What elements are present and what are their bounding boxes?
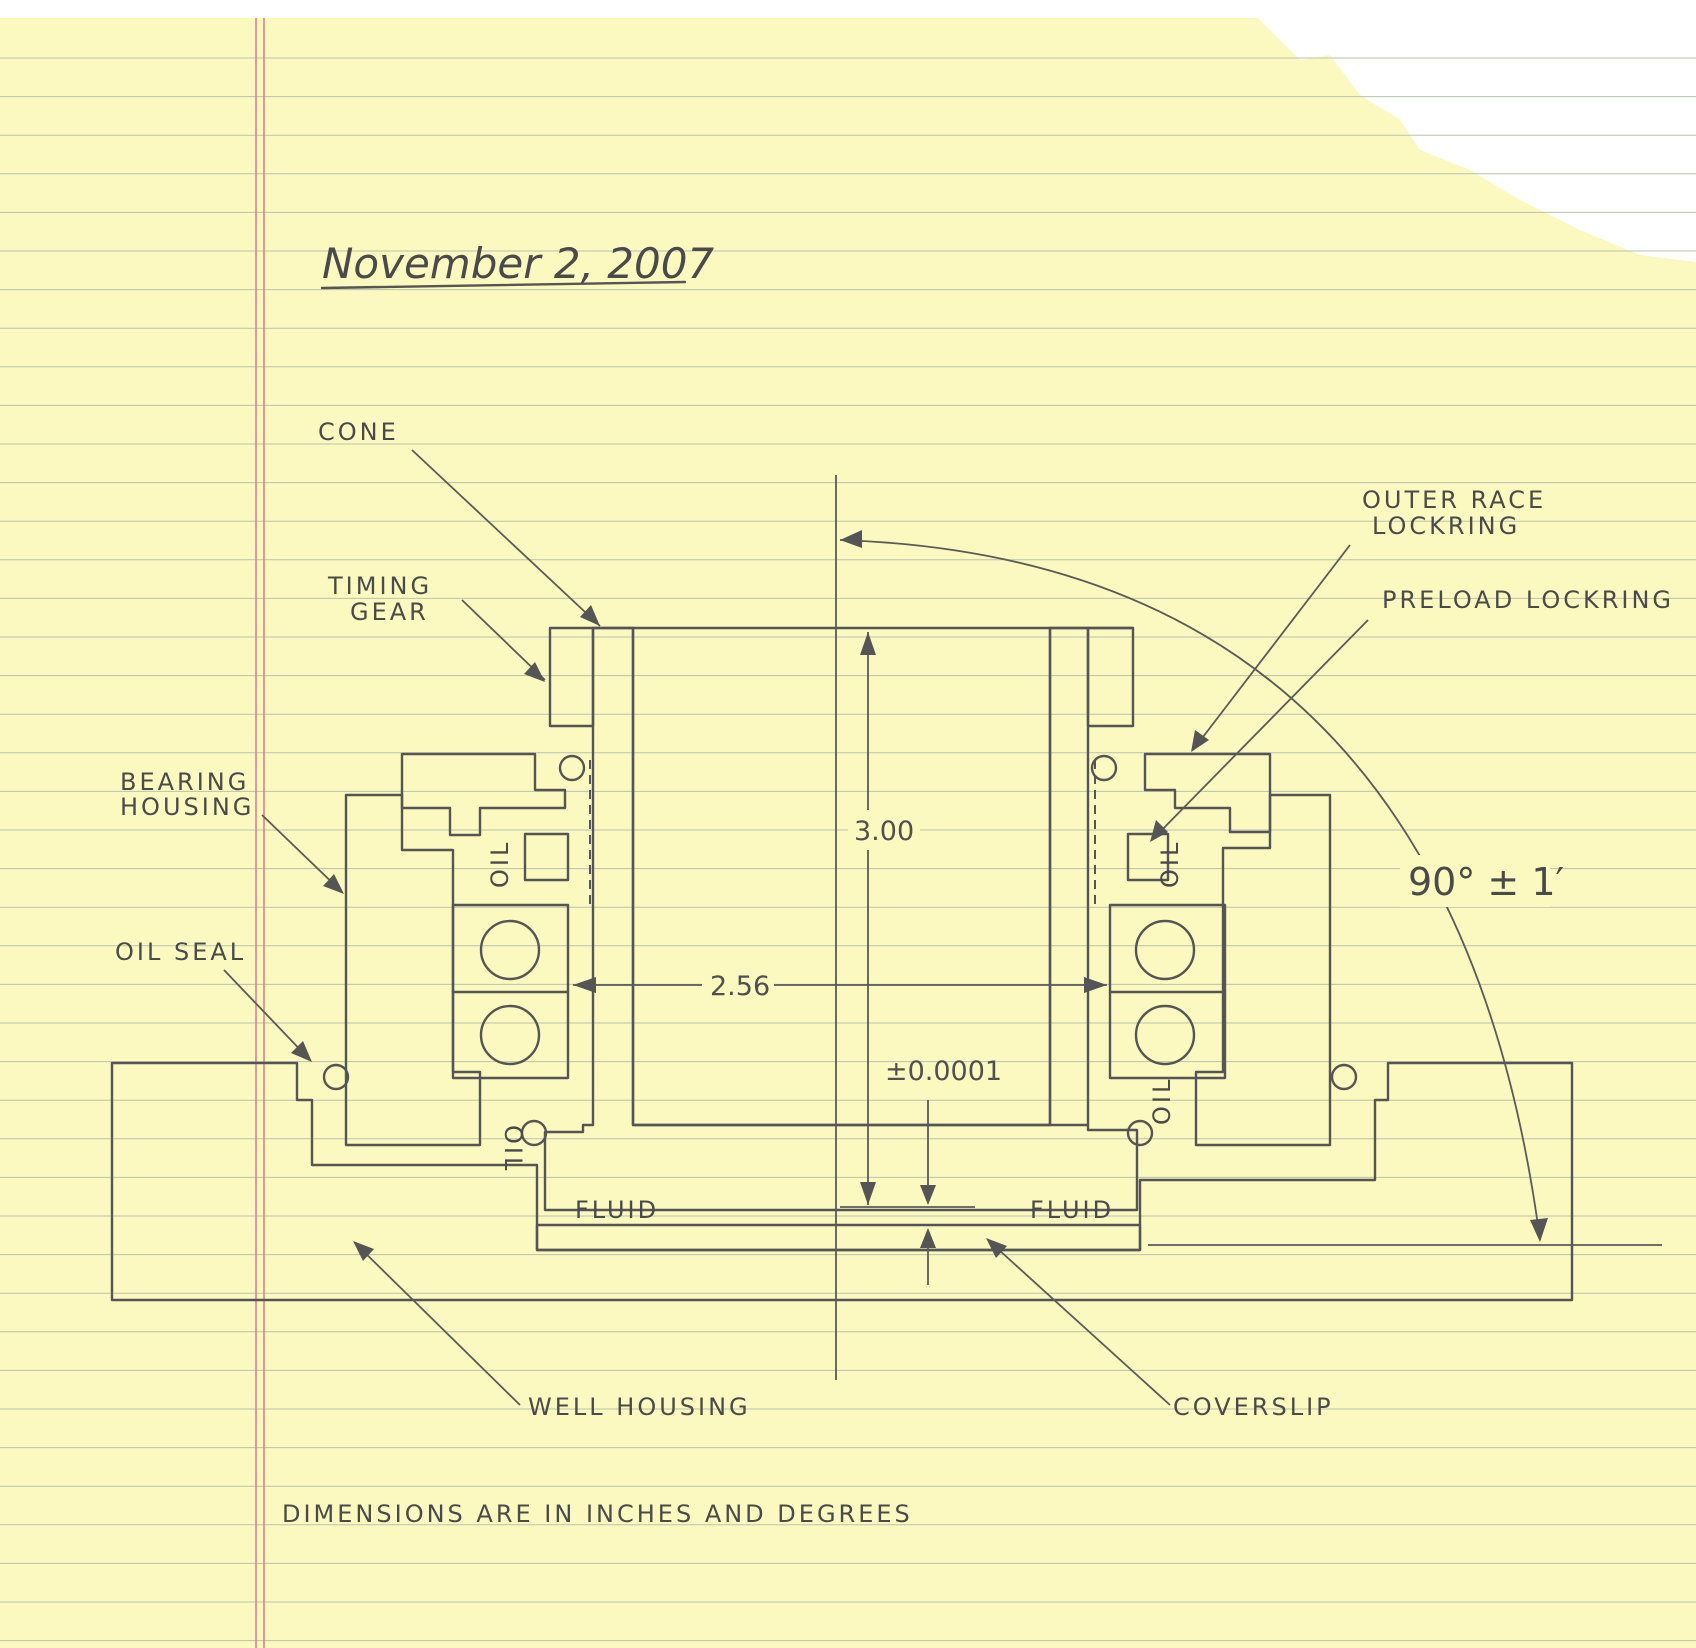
- arrow-head: [840, 530, 862, 548]
- angle-arc: [839, 539, 1541, 1241]
- o-ring: [1330, 1063, 1358, 1091]
- leader-lines: [223, 449, 1369, 1406]
- preload-lockring-label: PRELOAD LOCKRING: [1382, 586, 1674, 614]
- outer-race-lockring-label: LOCKRING: [1372, 512, 1520, 540]
- dim-label-bg: [1400, 855, 1550, 907]
- arrow-head: [860, 1182, 876, 1205]
- height-dimension-text: 3.00: [854, 816, 914, 847]
- oil-label: OIL: [1156, 840, 1184, 888]
- fluid-label-left: FLUID: [575, 1196, 659, 1224]
- timing-gear-right: [1086, 626, 1135, 728]
- cone-bore: [631, 626, 1052, 1127]
- bearing-right: [1108, 903, 1227, 1080]
- o-ring: [322, 1063, 350, 1091]
- width-dimension-text: 2.56: [710, 971, 770, 1002]
- arrow-head: [860, 632, 876, 655]
- arrow-head: [1084, 977, 1107, 993]
- outer-race-lockring-left: [400, 752, 567, 837]
- coverslip-label: COVERSLIP: [1173, 1393, 1334, 1421]
- well-housing-label: WELL HOUSING: [528, 1393, 751, 1421]
- date-underline: [320, 280, 687, 290]
- oil-label: OIL: [1148, 1077, 1176, 1125]
- date-text: November 2, 2007: [322, 239, 714, 288]
- o-ring: [520, 1119, 548, 1147]
- bearing-housing-label: BEARING: [120, 768, 249, 796]
- oil-label: OIL: [486, 840, 514, 888]
- well-housing: [110, 1061, 1574, 1302]
- preload-lockring-left: [523, 832, 570, 882]
- o-ring: [1090, 754, 1118, 782]
- bearing-housing-label: HOUSING: [120, 793, 254, 821]
- angle-dimension-text: 90° ± 1′: [1408, 860, 1564, 904]
- bearing-left: [451, 903, 570, 1080]
- fluid-label-right: FLUID: [1030, 1196, 1114, 1224]
- oil-seal-label: OIL SEAL: [115, 938, 246, 966]
- dim-label-bg: [702, 965, 774, 1005]
- arrow-head: [920, 1228, 936, 1248]
- cone-label: CONE: [318, 418, 399, 446]
- units-note: DIMENSIONS ARE IN INCHES AND DEGREES: [282, 1500, 913, 1528]
- tolerance-text: ±0.0001: [885, 1056, 1002, 1087]
- o-ring: [558, 754, 586, 782]
- o-ring: [1126, 1119, 1154, 1147]
- outer-race-lockring-right: [1143, 752, 1272, 834]
- arrow-head: [573, 977, 596, 993]
- oil-label: OIL: [499, 1125, 527, 1173]
- arrow-head: [920, 1185, 936, 1205]
- outer-race-lockring-label: OUTER RACE: [1362, 486, 1546, 514]
- coverslip: [535, 1223, 1142, 1252]
- timing-gear-label: GEAR: [350, 598, 429, 626]
- timing-gear-left: [548, 626, 595, 728]
- preload-lockring-right: [1126, 832, 1170, 882]
- ruled-lines: [0, 57, 1696, 1642]
- arrow-head: [1530, 1218, 1548, 1242]
- dim-label-bg: [848, 810, 920, 850]
- timing-gear-label: TIMING: [327, 572, 432, 600]
